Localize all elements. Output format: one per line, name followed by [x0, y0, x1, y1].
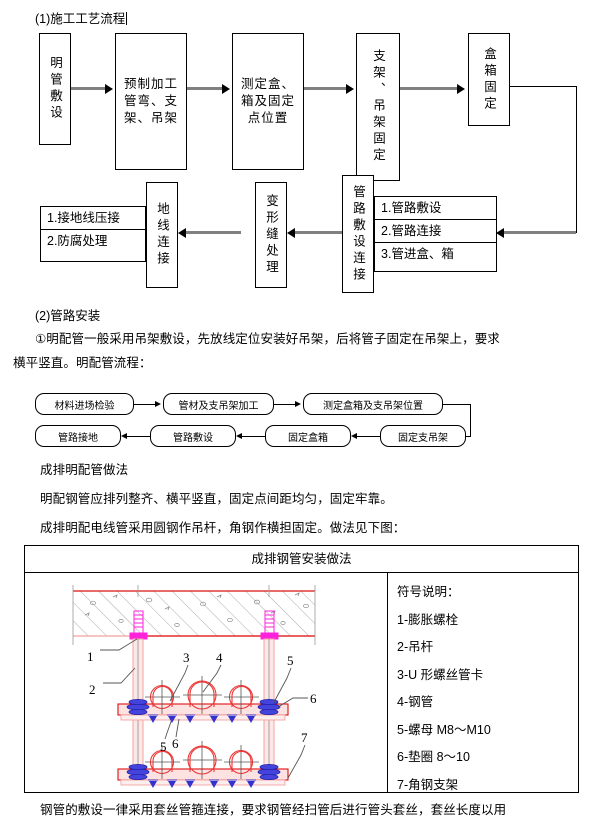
arrow-n3-n4-head — [346, 83, 354, 94]
arrow-r1-1-r1-2-head — [155, 400, 161, 407]
rounded-node-r2-3[interactable]: 固定盒箱 — [265, 425, 351, 447]
rounded-node-r1-2[interactable]: 管材及支吊架加工 — [163, 393, 274, 415]
flow-node-b3[interactable]: 管路敷设连接 — [342, 175, 374, 293]
callout-1: 1 — [87, 649, 94, 664]
arrow-into-pipe-list-head — [496, 227, 504, 238]
pipe-sublist-item-1[interactable]: 1.管路敷设 — [375, 197, 496, 220]
rounded-node-r2-2[interactable]: 管路敷设 — [150, 425, 236, 447]
section-1-heading: (1)施工工艺流程 — [35, 8, 128, 27]
flow-node-n2-label: 预制加工管弯、支架、吊架 — [123, 77, 178, 125]
arrow-r2-4-r2-3-head — [351, 432, 357, 439]
flow-node-b3-label: 管路敷设连接 — [351, 184, 365, 284]
connector-n5-right — [510, 86, 577, 88]
legend-item-1: 1-膨胀螺栓 — [397, 612, 459, 627]
legend-item-3: 3-U 形螺丝管卡 — [397, 667, 484, 682]
arrow-n2-n3-head — [222, 83, 230, 94]
flow-node-n1[interactable]: 明管敷设 — [39, 33, 71, 145]
flow-node-n5[interactable]: 盒箱固定 — [468, 33, 510, 126]
arrow-r1-1-r1-2 — [134, 403, 157, 405]
flow-node-b1-label: 地线连接 — [155, 202, 169, 268]
section-2-heading: (2)管路安装 — [35, 309, 101, 323]
ground-sublist-item-2[interactable]: 2.防腐处理 — [47, 234, 108, 248]
arrow-r2-2-r2-1 — [127, 435, 150, 437]
arrow-n4-n5-head — [457, 83, 465, 94]
drawing-title: 成排钢管安装做法 — [25, 546, 578, 573]
pipe-installation-drawing: 1 2 3 4 5 6 5 6 7 — [72, 585, 317, 788]
line-mingpei: 明配钢管应排列整齐、横平竖直，固定点间距均匀，固定牢靠。 — [40, 492, 393, 506]
section-1-heading-text: (1)施工工艺流程 — [35, 12, 126, 26]
legend-item-2: 2-吊杆 — [397, 640, 434, 654]
drawing-divider — [387, 573, 389, 792]
flow-node-n2[interactable]: 预制加工管弯、支架、吊架 — [115, 33, 187, 170]
arrow-b2-b1 — [184, 231, 241, 234]
technical-drawing: 1 2 3 4 5 6 5 6 7 — [25, 573, 387, 792]
rounded-node-r1-3[interactable]: 测定盒箱及支吊架位置 — [303, 393, 443, 415]
callout-4: 4 — [216, 650, 223, 665]
drawing-table: 成排钢管安装做法 — [24, 545, 579, 793]
arrow-r2-3-r2-2-head — [236, 432, 242, 439]
arrow-b3-b2-head — [287, 227, 295, 238]
arrow-n3-n4 — [304, 87, 348, 90]
legend-item-6: 6-垫圈 8～10 — [397, 750, 470, 764]
arrow-n1-n2-head — [105, 83, 113, 94]
arrow-r1-2-r1-3-head — [295, 400, 301, 407]
callout-6-lower: 6 — [172, 736, 179, 751]
rounded-node-r1-1[interactable]: 材料进场检验 — [35, 393, 134, 415]
callout-7: 7 — [301, 730, 308, 745]
paragraph-1: ①明配管一般采用吊架敷设，先放线定位安装好吊架，后将管子固定在吊架上，要求 — [35, 332, 500, 346]
arrow-b3-b2 — [293, 231, 342, 234]
legend-item-4: 4-钢管 — [397, 695, 434, 709]
flow-node-n3-label: 测定盒、箱及固定点位置 — [240, 77, 295, 125]
rounded-node-r2-4[interactable]: 固定支吊架 — [380, 425, 466, 447]
legend-item-7: 7-角钢支架 — [397, 777, 459, 792]
callout-2: 2 — [89, 682, 96, 697]
line-chengpai: 成排明配管做法 — [40, 463, 129, 477]
legend-panel: 符号说明： 1-膨胀螺栓 2-吊杆 3-U 形螺丝管卡 4-钢管 5-螺母 M8… — [397, 579, 491, 799]
arrow-r2-4-r2-3 — [357, 435, 380, 437]
flow-node-n4[interactable]: 支架、吊架固定 — [356, 33, 400, 181]
flow-node-n4-label: 支架、吊架固定 — [371, 49, 385, 165]
text-cursor — [126, 12, 128, 25]
line-yuangang: 成排明配电线管采用圆钢作吊杆，角钢作横担固定。做法见下图： — [40, 521, 406, 535]
flow-node-b2-label: 变形缝处理 — [264, 193, 278, 277]
arrow-r1-2-r1-3 — [274, 403, 297, 405]
connector-right-down — [575, 86, 577, 233]
pipe-sublist-item-3[interactable]: 3.管进盒、箱 — [381, 247, 454, 261]
legend-item-5: 5-螺母 M8～M10 — [397, 722, 491, 737]
flow-node-n3[interactable]: 测定盒、箱及固定点位置 — [232, 33, 304, 170]
pipe-sublist-item-2[interactable]: 2.管路连接 — [375, 220, 496, 243]
arrow-r2-2-r2-1-head — [121, 432, 127, 439]
callout-5-right: 5 — [287, 653, 294, 668]
paragraph-2: 横平竖直。明配管流程： — [13, 356, 152, 370]
rounded-connector-right — [443, 403, 471, 405]
flow-node-n5-label: 盒箱固定 — [482, 46, 496, 113]
flow-node-b1[interactable]: 地线连接 — [146, 182, 178, 288]
arrow-r2-3-r2-2 — [242, 435, 265, 437]
flow-node-n1-label: 明管敷设 — [48, 56, 62, 122]
legend-title: 符号说明： — [397, 585, 460, 599]
arrow-n2-n3 — [187, 87, 224, 90]
callout-5-lower: 5 — [160, 739, 167, 754]
rounded-connector-down — [469, 403, 471, 437]
arrow-n4-n5 — [400, 87, 459, 90]
callout-6-right: 6 — [310, 691, 317, 706]
flow-node-b2[interactable]: 变形缝处理 — [255, 182, 287, 288]
arrow-into-pipe-list — [502, 231, 576, 234]
pipe-sublist: 1.管路敷设 2.管路连接 3.管进盒、箱 — [374, 196, 497, 272]
bottom-paragraph: 钢管的敷设一律采用套丝管箍连接，要求钢管经扫管后进行管头套丝，套丝长度以用 — [40, 803, 507, 817]
rounded-node-r2-1[interactable]: 管路接地 — [35, 425, 121, 447]
arrow-n1-n2 — [71, 87, 107, 90]
callout-3: 3 — [183, 650, 190, 665]
ground-sublist: 1.接地线压接 2.防腐处理 — [40, 206, 146, 262]
arrow-b2-b1-head — [178, 227, 186, 238]
ground-sublist-item-1[interactable]: 1.接地线压接 — [41, 207, 145, 230]
